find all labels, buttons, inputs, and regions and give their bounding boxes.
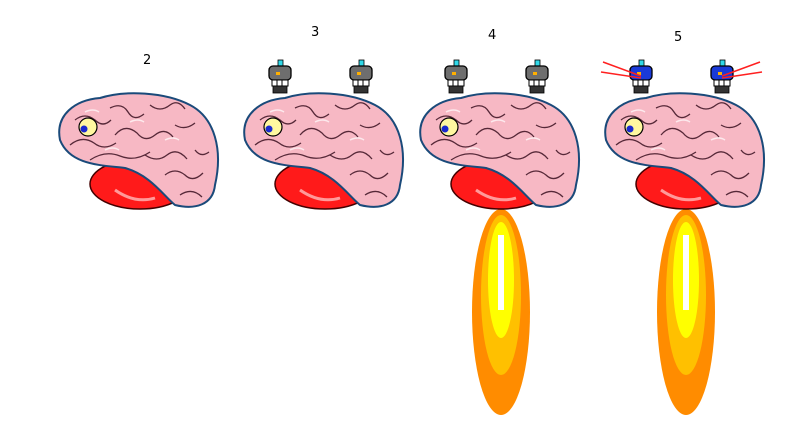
laser-beams bbox=[600, 61, 642, 79]
laser-beams bbox=[721, 61, 763, 79]
stage-label: 2 bbox=[143, 53, 152, 68]
brain-body bbox=[243, 92, 404, 208]
turret bbox=[349, 59, 373, 94]
eye bbox=[78, 117, 98, 137]
turret bbox=[525, 59, 549, 94]
eye bbox=[263, 117, 283, 137]
eye bbox=[439, 117, 459, 137]
turret bbox=[268, 59, 292, 94]
brain-body bbox=[419, 92, 580, 208]
thruster-flame bbox=[472, 209, 530, 415]
stage-label: 5 bbox=[674, 30, 683, 45]
brain-body bbox=[58, 92, 219, 208]
thruster-flame bbox=[657, 209, 715, 415]
stage-label: 4 bbox=[488, 28, 497, 43]
eye bbox=[624, 117, 644, 137]
stage-label: 3 bbox=[311, 25, 320, 40]
brain-body bbox=[604, 92, 765, 208]
turret bbox=[444, 59, 468, 94]
